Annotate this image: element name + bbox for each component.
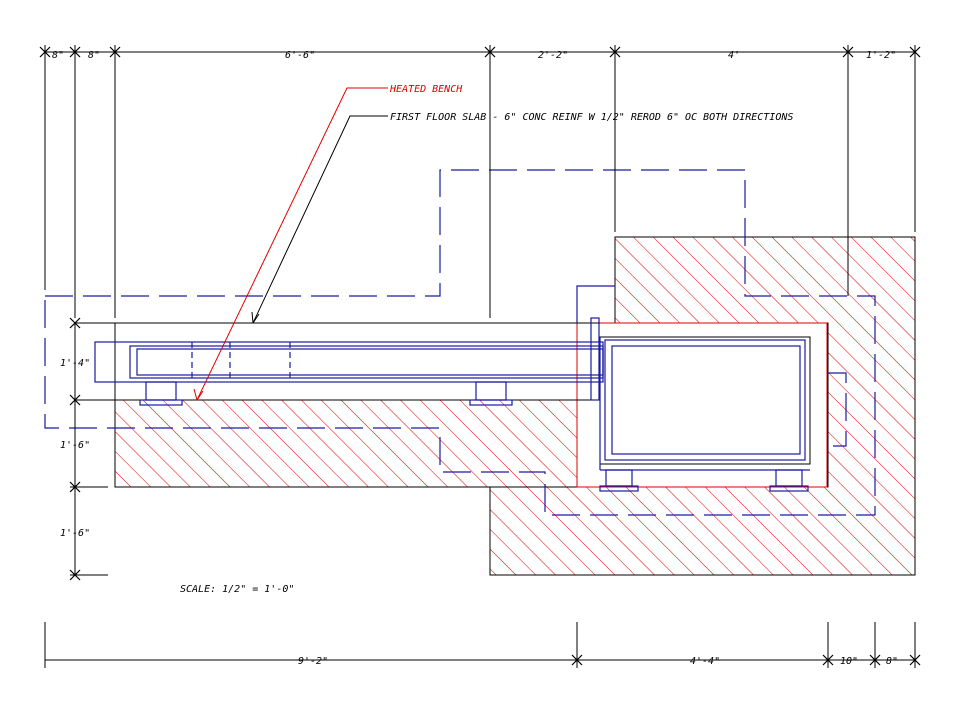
slab-callout: FIRST FLOOR SLAB - 6" CONC REINF W 1/2" … <box>390 112 793 123</box>
left-dim-2: 1'-6" <box>60 440 90 451</box>
top-dim-1: 8" <box>52 50 64 61</box>
heated-bench-callout: HEATED BENCH <box>389 84 463 95</box>
top-dim-4: 2'-2" <box>538 50 568 61</box>
top-dimension-string <box>39 45 921 318</box>
bottom-dimension-string <box>44 622 921 668</box>
top-dim-2: 8" <box>88 50 100 61</box>
bottom-dim-2: 4'-4" <box>690 656 720 667</box>
top-dim-3: 6'-6" <box>285 50 315 61</box>
left-dim-3: 1'-6" <box>60 528 90 539</box>
top-dim-6: 1'-2" <box>866 50 896 61</box>
scale-note: SCALE: 1/2" = 1'-0" <box>180 584 294 595</box>
hidden-lines <box>44 169 876 516</box>
left-dimension-string <box>69 317 108 581</box>
heated-bench <box>94 285 810 492</box>
bottom-dim-3: 10" <box>840 656 858 667</box>
concrete-hatch <box>114 236 916 576</box>
left-dim-1: 1'-4" <box>60 358 90 369</box>
box-opening <box>599 336 811 465</box>
bottom-dim-4: 8" <box>886 656 898 667</box>
bottom-dim-1: 9'-2" <box>298 656 328 667</box>
heated-bench-leader <box>193 87 388 401</box>
top-dim-5: 4' <box>728 50 740 61</box>
slab-leader <box>251 115 388 324</box>
